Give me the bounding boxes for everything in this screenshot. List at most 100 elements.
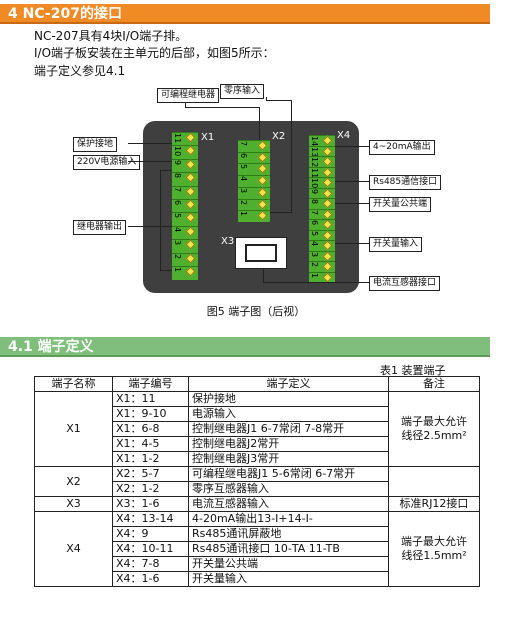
intro-line-1: NC-207具有4块I/O端子排。 <box>34 29 188 43</box>
x1-number: 6 <box>173 200 182 206</box>
terminal-definition-cell: 电流互感器输入 <box>188 496 389 512</box>
note-cell: 端子最大允许 线径1.5mm² <box>388 511 480 587</box>
label-protect-ground: 保护接地 <box>73 137 118 152</box>
x2-number: 1 <box>239 211 248 217</box>
x2-label: X2 <box>272 131 286 142</box>
terminal-block-x1: 11 10 9 8 7 6 5 4 3 2 1 <box>172 132 198 280</box>
x2-number: 5 <box>239 164 248 170</box>
x2-row <box>238 151 270 164</box>
label-power-input: 220V电源输入 <box>73 155 141 170</box>
x1-number: 5 <box>173 213 182 219</box>
x4-row <box>309 145 335 157</box>
note-cell: 端子最大允许 线径2.5mm² <box>388 391 480 467</box>
x1-number: 1 <box>173 267 182 273</box>
x1-row <box>172 252 198 266</box>
x1-number: 7 <box>173 186 182 192</box>
terminal-number-cell: X1：1-2 <box>112 451 189 467</box>
x4-row <box>309 187 335 199</box>
label-rs485: Rs485通信接口 <box>369 175 442 190</box>
label-prog-relay: 可编程继电器 <box>157 88 220 103</box>
x1-number: 4 <box>173 226 182 232</box>
label-switch-input: 开关量输入 <box>369 237 423 252</box>
x4-row <box>309 198 335 209</box>
x4-row <box>309 271 335 283</box>
terminal-definition-cell: Rs485通讯屏蔽地 <box>188 526 389 542</box>
terminal-definition-cell: 开关量公共端 <box>188 556 389 572</box>
note-cell <box>388 466 480 497</box>
x1-number: 2 <box>173 253 182 259</box>
terminal-number-cell: X1：9-10 <box>112 406 189 422</box>
terminal-number-cell: X2：1-2 <box>112 481 189 497</box>
x4-number: 6 <box>310 220 319 226</box>
header-terminal-definition: 端子定义 <box>188 376 389 392</box>
label-switch-common: 开关量公共端 <box>369 197 432 212</box>
x4-number: 1 <box>310 272 319 278</box>
x1-label: X1 <box>201 132 215 143</box>
terminal-definition-cell: 控制继电器J3常开 <box>188 451 389 467</box>
x4-row <box>309 229 335 241</box>
x4-number: 4 <box>310 241 319 247</box>
terminal-number-cell: X1：11 <box>112 391 189 407</box>
note-cell: 标准RJ12接口 <box>388 496 480 512</box>
terminal-definition-cell: 控制继电器J2常开 <box>188 436 389 452</box>
x1-row <box>172 239 198 252</box>
x4-row <box>309 250 335 262</box>
x2-number: 7 <box>239 141 248 147</box>
x4-row <box>309 166 335 178</box>
rj12-port <box>235 237 287 269</box>
x4-number: 2 <box>310 262 319 268</box>
header-terminal-number: 端子编号 <box>112 376 189 392</box>
x1-row <box>172 266 198 279</box>
header-note: 备注 <box>388 376 480 392</box>
x3-label: X3 <box>221 236 235 247</box>
x4-row <box>309 240 335 251</box>
x4-row <box>309 219 335 230</box>
x2-row <box>238 186 270 199</box>
terminal-number-cell: X4：9 <box>112 526 189 542</box>
section-heading-4: 4 NC-207的接口 <box>0 4 490 24</box>
x1-row <box>172 158 198 172</box>
terminal-definition-cell: 零序互感器输入 <box>188 481 389 497</box>
x2-number: 2 <box>239 199 248 205</box>
terminal-number-cell: X2：5-7 <box>112 466 189 482</box>
terminal-definition-cell: 开关量输入 <box>188 571 389 587</box>
terminal-number-cell: X1：6-8 <box>112 421 189 437</box>
terminal-number-cell: X3：1-6 <box>112 496 189 512</box>
x4-number: 5 <box>310 230 319 236</box>
x4-row <box>309 135 335 146</box>
x1-number: 9 <box>173 159 182 165</box>
x1-row <box>172 225 198 239</box>
x4-number: 7 <box>310 209 319 215</box>
x1-row <box>172 132 198 145</box>
x4-row <box>309 177 335 188</box>
terminal-name-cell: X3 <box>34 496 113 512</box>
terminal-number-cell: X1：4-5 <box>112 436 189 452</box>
intro-line-3: 端子定义参见4.1 <box>34 64 126 78</box>
x1-number: 3 <box>173 240 182 246</box>
terminal-number-cell: X4：13-14 <box>112 511 189 527</box>
terminal-definition-cell: 控制继电器J1 6-7常闭 7-8常开 <box>188 421 389 437</box>
x1-number: 8 <box>173 173 182 179</box>
x4-label: X4 <box>337 130 351 141</box>
x2-number: 4 <box>239 176 248 182</box>
x1-number: 10 <box>173 146 182 157</box>
x4-number: 9 <box>310 188 319 194</box>
header-terminal-name: 端子名称 <box>34 376 113 392</box>
x1-number: 11 <box>173 133 182 144</box>
x1-row <box>172 212 198 225</box>
x1-row <box>172 185 198 199</box>
table-caption: 表1 装置端子 <box>380 364 446 377</box>
terminal-definition-cell: Rs485通讯接口 10-TA 11-TB <box>188 541 389 557</box>
terminal-definition-cell: 可编程继电器J1 5-6常闭 6-7常开 <box>188 466 389 482</box>
